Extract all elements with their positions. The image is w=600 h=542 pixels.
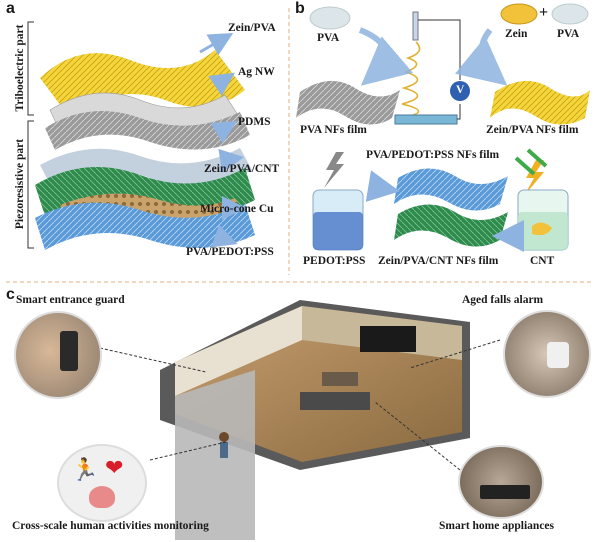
person — [219, 432, 229, 442]
layer-label-5: PVA/PEDOT:PSS — [186, 246, 274, 258]
appliances-photo — [458, 445, 544, 519]
tv — [360, 326, 416, 352]
pedot-film — [394, 168, 508, 210]
triboelectric-label: Triboelectric part — [14, 18, 26, 118]
pva-label-2: PVA — [557, 28, 579, 40]
pedot-label: PEDOT:PSS — [303, 255, 365, 267]
cnt-label: CNT — [530, 255, 554, 267]
pva-powder — [310, 7, 350, 29]
monitoring-label: Cross-scale human activities monitoring — [12, 520, 209, 532]
syringe — [413, 12, 418, 40]
layer-label-2: PDMS — [238, 116, 271, 128]
entrance-label: Smart entrance guard — [16, 294, 125, 306]
zein-powder — [501, 4, 537, 24]
pedot-film-label: PVA/PEDOT:PSS NFs film — [366, 149, 499, 161]
zein-pva-film-label: Zein/PVA NFs film — [486, 124, 578, 136]
zein-label: Zein — [505, 28, 527, 40]
monitoring-icons: 🏃 ❤ — [57, 444, 147, 522]
lungs-icon — [89, 486, 115, 508]
pva-label: PVA — [317, 32, 339, 44]
entrance-photo — [14, 311, 102, 399]
table — [322, 372, 358, 386]
pva-film-label: PVA NFs film — [300, 124, 367, 136]
collector — [395, 115, 457, 124]
layer-label-1: Ag NW — [238, 66, 275, 78]
panel-a-letter: a — [6, 0, 15, 18]
falls-photo — [503, 310, 591, 398]
group-brackets — [28, 22, 34, 248]
cnt-film — [394, 204, 508, 246]
layer-label-0: Zein/PVA — [228, 22, 276, 34]
pva-film — [296, 81, 400, 125]
piezoresistive-label: Piezoresistive part — [14, 124, 26, 244]
zein-pva-film — [490, 81, 590, 125]
pva-powder-2 — [552, 4, 588, 24]
panel-c-letter: c — [6, 286, 15, 304]
appliances-label: Smart home appliances — [439, 520, 554, 532]
cnt-film-label: Zein/PVA/CNT NFs film — [378, 255, 498, 267]
layer-label-4: Micro-cone Cu — [200, 203, 274, 215]
heart-icon: ❤ — [105, 456, 123, 481]
sofa — [300, 392, 370, 410]
cnt-tubes — [516, 150, 546, 174]
falls-label: Aged falls alarm — [462, 294, 543, 306]
lightning-icon — [324, 152, 344, 188]
layer-label-3: Zein/PVA/CNT — [204, 163, 279, 175]
partition-wall — [175, 370, 255, 540]
runner-icon: 🏃 — [71, 458, 98, 483]
panel-b-letter: b — [295, 0, 305, 18]
room-illustration — [160, 300, 470, 540]
jet — [400, 42, 420, 118]
plus-sign: + — [539, 4, 548, 22]
voltage-label: V — [456, 84, 464, 96]
